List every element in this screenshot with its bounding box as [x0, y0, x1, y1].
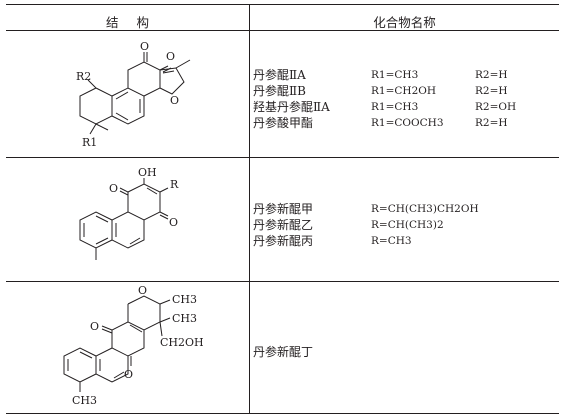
ch3-mid-label: CH3: [172, 312, 197, 325]
compound-name: 丹参新醌丙: [253, 234, 314, 248]
ketone-o-bottom: O: [169, 216, 178, 229]
ketone-o-bottom: O: [124, 368, 133, 381]
ch3-top-label: CH3: [172, 293, 197, 306]
r-label: R: [170, 178, 179, 191]
compound-name: 丹参新醌乙: [253, 218, 314, 232]
ketone-o-mid: O: [166, 50, 175, 63]
r2-value: R2=H: [475, 85, 508, 97]
compound-name: 丹参酸甲酯: [253, 116, 314, 130]
header-structure: 结 构: [106, 15, 149, 30]
header-compound-name: 化合物名称: [373, 15, 436, 30]
header-divider: [6, 30, 559, 31]
r2-value: R2=OH: [475, 101, 517, 113]
danshenxinkun-d-structure: O CH3 CH3 CH2OH O O CH3: [63, 286, 204, 407]
tanshinone-structure: O O O R2 R1: [76, 40, 191, 149]
compound-name: 丹参新醌丁: [253, 345, 314, 359]
ketone-o-top: O: [109, 182, 118, 195]
ketone-o-top: O: [140, 40, 149, 53]
r1-label: R1: [82, 136, 97, 149]
r1-value: R1=CH3: [371, 69, 419, 81]
furan-o: O: [170, 94, 179, 107]
danshenxinkun-structure: OH O O R: [79, 166, 179, 260]
ch2oh-label: CH2OH: [160, 336, 204, 349]
r1-value: R1=CH3: [371, 101, 419, 113]
r-value: R=CH(CH3)2: [371, 219, 444, 231]
table-top-rule: [6, 4, 559, 5]
ch3-bottom-label: CH3: [72, 394, 97, 407]
r-value: R=CH3: [371, 235, 412, 247]
table-bottom-rule: [6, 413, 559, 414]
ring-o: O: [138, 286, 147, 297]
r2-value: R2=H: [475, 117, 508, 129]
r2-value: R2=H: [475, 69, 508, 81]
r2-label: R2: [76, 70, 91, 83]
compound-name: 羟基丹参醌ⅡA: [253, 100, 330, 114]
compound-name: 丹参醌ⅡA: [253, 68, 306, 82]
compound-table: 结 构 化合物名称 O O O R2: [6, 4, 559, 414]
column-divider: [249, 4, 250, 414]
compound-name: 丹参醌ⅡB: [253, 84, 306, 98]
ketone-o-left: O: [90, 320, 99, 333]
r1-value: R1=COOCH3: [371, 117, 444, 129]
row-divider-2: [6, 281, 559, 282]
oh-label: OH: [138, 166, 157, 179]
row-divider-1: [6, 157, 559, 158]
compound-name: 丹参新醌甲: [253, 202, 314, 216]
r1-value: R1=CH2OH: [371, 85, 437, 97]
r-value: R=CH(CH3)CH2OH: [371, 203, 479, 215]
